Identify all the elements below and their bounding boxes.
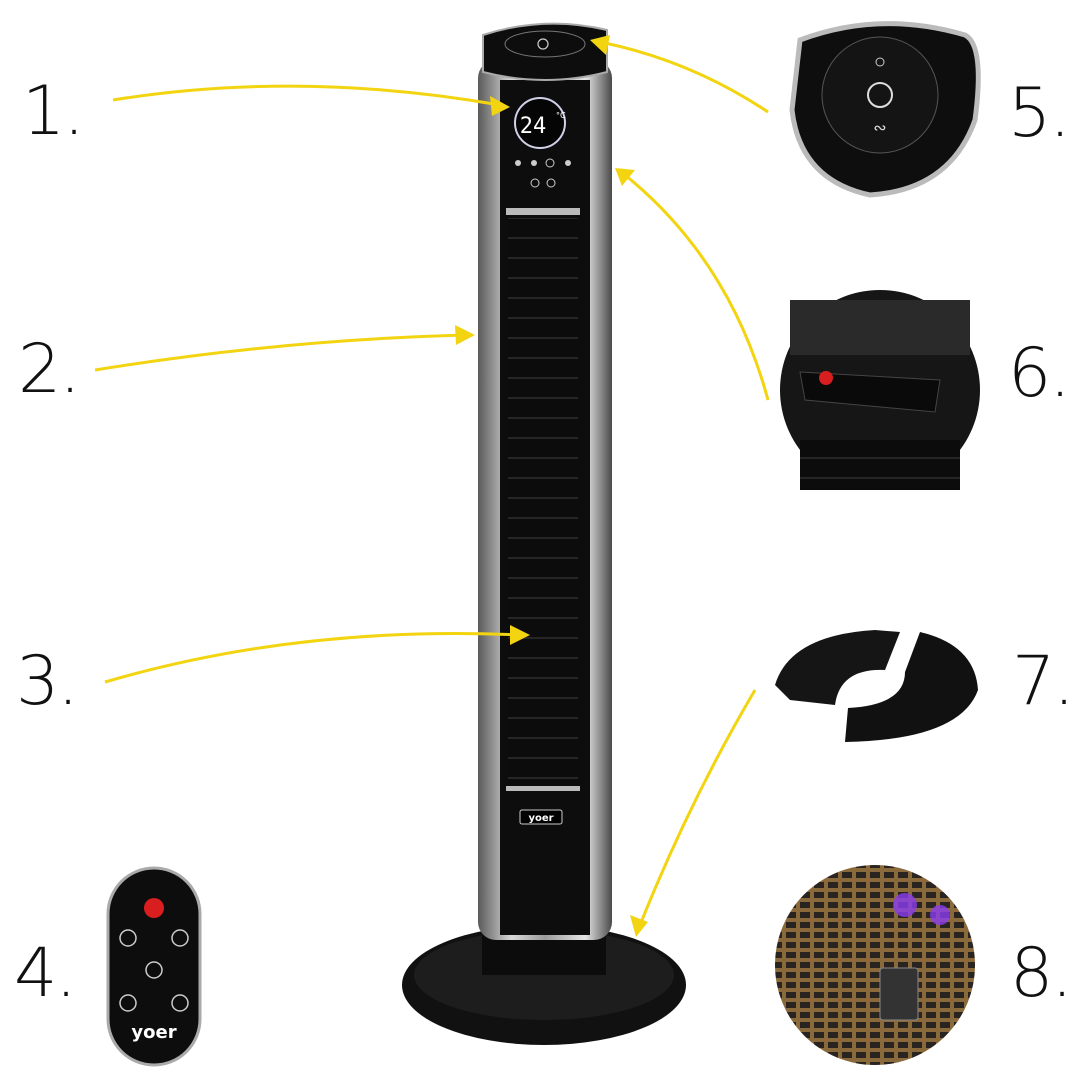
temperature-unit: °C	[556, 111, 566, 120]
arrow-3	[104, 632, 521, 684]
tower-fan: 24 °C yoer	[402, 22, 686, 1045]
callout-8: 8.	[1010, 934, 1073, 1013]
callout-arrows	[94, 40, 770, 926]
callout-3: 3.	[16, 642, 79, 721]
temperature-readout: 24	[520, 114, 547, 139]
arrow-1	[112, 84, 501, 107]
control-icons	[515, 158, 571, 188]
callout-6: 6.	[1008, 334, 1071, 413]
arrow-6	[624, 173, 770, 401]
inset-base-halves	[775, 630, 978, 742]
brand-logo: yoer	[528, 813, 553, 824]
callout-2: 2.	[18, 330, 81, 409]
callout-4: 4.	[14, 934, 77, 1013]
callout-5: 5.	[1008, 74, 1071, 153]
inset-top-panel: ∾	[789, 21, 981, 198]
callout-1: 1.	[22, 72, 85, 151]
arrow-heads	[455, 35, 648, 937]
arrow-2	[94, 333, 466, 372]
svg-text:∾: ∾	[873, 118, 886, 137]
remote-logo: yoer	[131, 1022, 176, 1043]
inset-mosquito-grid	[775, 865, 975, 1065]
remote-control: yoer	[106, 866, 202, 1067]
arrow-5	[599, 40, 769, 114]
callout-7: 7.	[1012, 642, 1075, 721]
arrow-7	[638, 689, 757, 926]
inset-remote-storage	[780, 290, 980, 490]
